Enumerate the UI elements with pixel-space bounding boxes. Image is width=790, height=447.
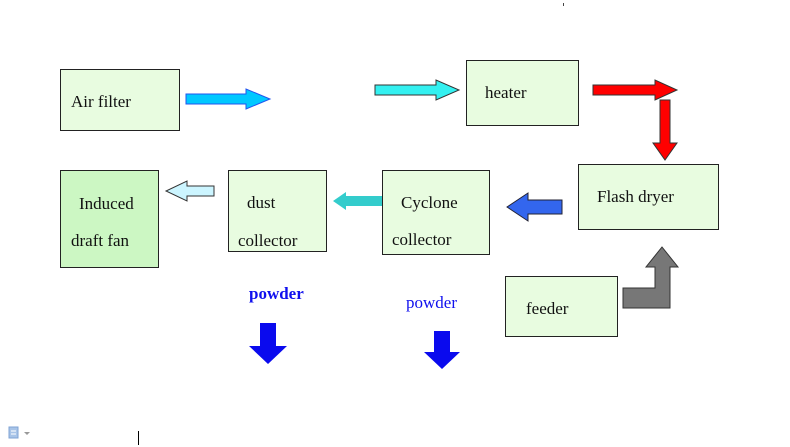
node-air-filter-label: Air filter: [71, 92, 131, 111]
page-mark: [563, 3, 564, 6]
node-induced-draft-fan: Induced draft fan: [60, 170, 159, 268]
node-feeder: feeder: [505, 276, 618, 337]
text-cursor: [138, 431, 139, 445]
node-dust-collector-line1: dust: [247, 193, 276, 212]
node-dust-collector: dust collector: [228, 170, 327, 252]
node-heater: heater: [466, 60, 579, 126]
node-cyclone-collector-line2: collector: [392, 230, 452, 249]
node-heater-label: heater: [485, 83, 527, 102]
arrow-heater-to-dryer-down: [652, 99, 678, 161]
node-flash-dryer: Flash dryer: [578, 164, 719, 230]
document-icon[interactable]: [8, 426, 34, 440]
dropdown-arrow-icon: [24, 432, 30, 435]
arrow-air-filter-to-heater-a: [185, 88, 272, 110]
output-powder-1: powder: [249, 284, 304, 303]
node-induced-draft-fan-line2: draft fan: [71, 231, 130, 250]
arrow-feeder-to-dryer: [622, 246, 680, 309]
arrow-powder-down-2: [424, 331, 460, 369]
node-flash-dryer-label: Flash dryer: [597, 187, 674, 206]
arrow-cyclone-to-dust: [333, 192, 382, 210]
node-feeder-label: feeder: [526, 299, 569, 318]
arrow-air-filter-to-heater-b: [374, 79, 461, 101]
node-dust-collector-line2: collector: [238, 231, 298, 250]
arrow-heater-to-dryer-right: [592, 79, 679, 101]
node-cyclone-collector-line1: Cyclone: [401, 193, 458, 212]
arrow-dust-to-fan: [164, 180, 215, 202]
node-air-filter: Air filter: [60, 69, 180, 131]
arrow-dryer-to-cyclone: [506, 192, 563, 222]
node-cyclone-collector: Cyclone collector: [382, 170, 490, 255]
arrow-powder-down-1: [249, 323, 287, 364]
output-powder-2: powder: [406, 293, 457, 312]
node-induced-draft-fan-line1: Induced: [79, 194, 134, 213]
